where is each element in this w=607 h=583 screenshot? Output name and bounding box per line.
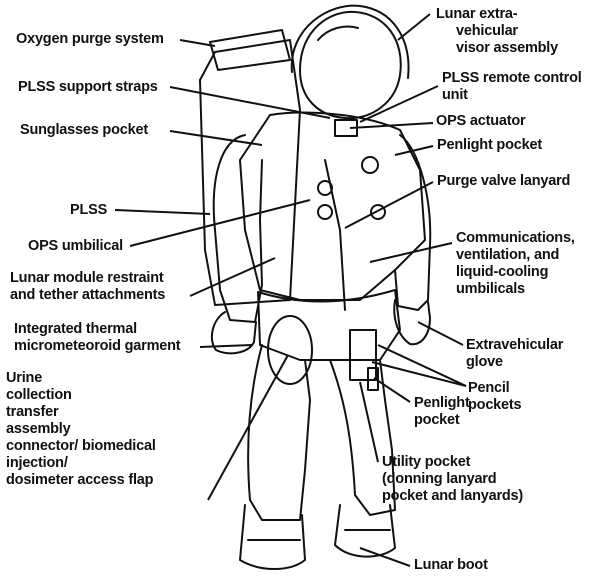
leader-plss-straps [170, 87, 330, 118]
label-penlight-pocket-top: Penlight pocket [437, 137, 542, 154]
label-plss-remote-control-unit: PLSS remote control unit [442, 70, 582, 104]
utility-pocket-shape [350, 330, 376, 380]
right-arm [395, 135, 430, 310]
label-penlight-pocket-lower: Penlight pocket [414, 395, 470, 429]
leader-thermal [200, 345, 252, 347]
chest-connector-3 [362, 157, 378, 173]
leader-pencil-a [378, 345, 466, 386]
leader-utility [360, 382, 378, 462]
left-arm [214, 135, 262, 322]
label-ops-umbilical: OPS umbilical [28, 238, 123, 255]
label-visor-assembly: Lunar extra- vehicular visor assembly [436, 6, 558, 57]
leader-penlight-lower [374, 378, 410, 402]
leader-visor [398, 14, 430, 40]
label-sunglasses-pocket: Sunglasses pocket [20, 122, 148, 139]
chest-connector-1 [318, 181, 332, 195]
label-pencil-pockets: Pencil pockets [468, 380, 521, 414]
label-communications-umbilicals: Communications, ventilation, and liquid-… [456, 230, 575, 298]
leader-plss [115, 210, 210, 214]
label-oxygen-purge-system: Oxygen purge system [16, 31, 164, 48]
visor-shell [292, 6, 409, 78]
leader-plss-remote [360, 86, 438, 122]
torso [240, 113, 425, 300]
chest-connector-2 [318, 205, 332, 219]
label-thermal-garment: Integrated thermal micrometeoroid garmen… [14, 321, 180, 355]
label-extravehicular-glove: Extravehicular glove [466, 337, 563, 371]
label-urine-collection-flap: Urine collection transfer assembly conne… [6, 370, 156, 489]
helmet-outline [300, 12, 401, 118]
leader-purge-valve [345, 182, 433, 228]
leader-ops-umbilical [130, 200, 310, 246]
label-utility-pocket: Utility pocket (donning lanyard pocket a… [382, 454, 523, 505]
label-purge-valve-lanyard: Purge valve lanyard [437, 173, 570, 190]
left-boot [240, 505, 305, 569]
label-lunar-boot: Lunar boot [414, 557, 488, 574]
leader-ev-glove [418, 322, 463, 345]
label-ops-actuator: OPS actuator [436, 113, 525, 130]
label-plss-support-straps: PLSS support straps [18, 79, 158, 96]
plss-backpack [200, 40, 300, 305]
label-plss: PLSS [70, 202, 107, 219]
leader-sunglasses [170, 131, 262, 145]
leader-pencil-b [372, 362, 466, 386]
leader-comms [370, 243, 452, 262]
label-lunar-module-restraint: Lunar module restraint and tether attach… [10, 270, 165, 304]
